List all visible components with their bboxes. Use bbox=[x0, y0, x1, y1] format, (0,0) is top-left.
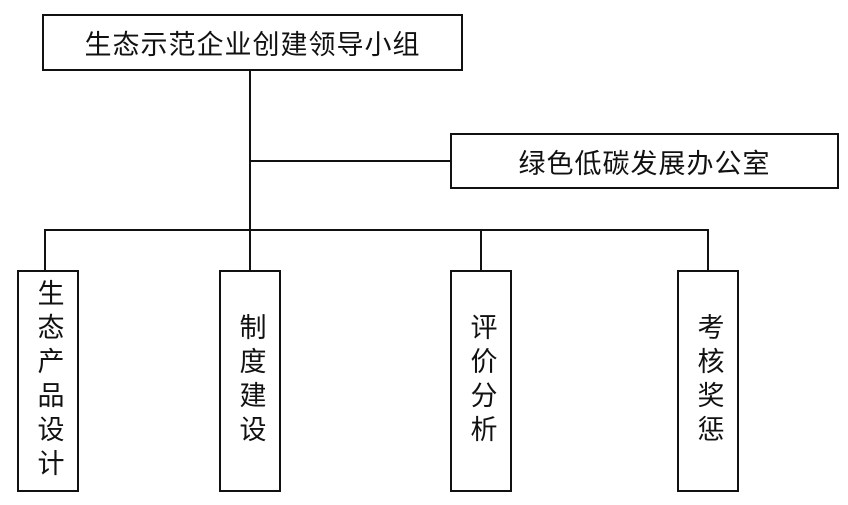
child-label-evaluation: 评价分析 bbox=[465, 313, 497, 449]
drop-line-1 bbox=[44, 229, 46, 272]
child-box-evaluation: 评价分析 bbox=[450, 270, 512, 492]
drop-line-2 bbox=[249, 229, 251, 272]
child-box-system-building: 制度建设 bbox=[219, 270, 281, 492]
branch-bar bbox=[44, 229, 709, 231]
office-connector bbox=[249, 160, 451, 162]
child-label-system-building: 制度建设 bbox=[234, 313, 266, 449]
leadership-group-box: 生态示范企业创建领导小组 bbox=[42, 14, 463, 71]
leadership-group-label: 生态示范企业创建领导小组 bbox=[84, 30, 421, 61]
drop-line-3 bbox=[480, 229, 482, 272]
office-box: 绿色低碳发展办公室 bbox=[450, 133, 839, 189]
child-box-product-design: 生态产品设计 bbox=[17, 270, 79, 492]
drop-line-4 bbox=[707, 229, 709, 272]
child-box-assessment: 考核奖惩 bbox=[677, 270, 739, 492]
child-label-assessment: 考核奖惩 bbox=[692, 313, 724, 449]
child-label-product-design: 生态产品设计 bbox=[32, 279, 64, 483]
trunk-line bbox=[249, 69, 251, 230]
office-label: 绿色低碳发展办公室 bbox=[518, 148, 771, 180]
